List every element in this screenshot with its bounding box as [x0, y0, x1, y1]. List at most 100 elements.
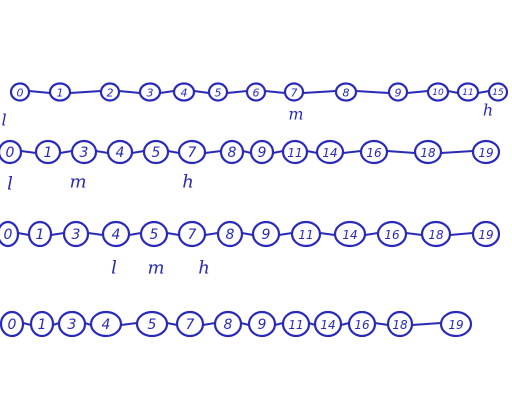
array-node: 11: [290, 220, 322, 248]
node-link: [447, 90, 459, 94]
node-circle: [249, 139, 275, 165]
pointer-m-label: m: [147, 258, 164, 279]
array-node: 11: [456, 82, 480, 102]
node-value: 7: [291, 87, 298, 100]
node-circle: [290, 220, 322, 248]
array-node: 4: [172, 82, 196, 102]
array-node: 0: [9, 82, 31, 102]
node-link: [193, 90, 210, 94]
node-circle: [48, 82, 72, 102]
node-circle: [439, 310, 473, 338]
node-circle: [376, 220, 408, 248]
node-circle: [135, 310, 169, 338]
pointer-m-label: m: [288, 105, 303, 124]
node-link: [406, 90, 429, 94]
array-node: 0: [0, 220, 20, 248]
node-circle: [70, 139, 98, 165]
node-circle: [99, 82, 121, 102]
node-link: [166, 322, 178, 326]
node-value: 4: [112, 227, 121, 243]
array-node: 7: [283, 82, 305, 102]
array-node: 14: [315, 139, 345, 165]
node-value: 1: [57, 87, 64, 100]
node-value: 9: [258, 317, 267, 333]
node-value: 3: [80, 145, 89, 161]
node-circle: [139, 220, 169, 248]
array-node: 5: [139, 220, 169, 248]
node-value: 11: [298, 228, 313, 242]
array-node: 7: [177, 139, 207, 165]
array-node: 19: [471, 139, 501, 165]
array-node: 3: [57, 310, 87, 338]
node-circle: [34, 139, 62, 165]
node-value: 6: [253, 87, 260, 100]
node-link: [477, 90, 490, 94]
node-link: [278, 232, 293, 236]
node-circle: [138, 82, 162, 102]
array-node: 3: [138, 82, 162, 102]
node-value: 8: [343, 87, 350, 100]
array-node: 4: [106, 139, 134, 165]
node-link: [167, 150, 180, 154]
node-circle: [177, 220, 207, 248]
pointer-h-label: h: [198, 258, 210, 279]
node-value: 5: [215, 87, 222, 100]
node-circle: [281, 310, 311, 338]
node-value: 0: [8, 317, 17, 333]
node-value: 4: [181, 87, 188, 100]
node-value: 2: [107, 87, 114, 100]
node-link: [120, 322, 138, 326]
array-node: 1: [34, 139, 62, 165]
node-value: 3: [72, 227, 81, 243]
node-circle: [62, 220, 90, 248]
node-value: 5: [148, 317, 157, 333]
array-node: 18: [420, 220, 452, 248]
node-link: [240, 322, 250, 326]
array-node: 3: [62, 220, 90, 248]
node-link: [440, 150, 474, 154]
node-value: 9: [258, 145, 267, 161]
node-link: [69, 90, 102, 94]
node-link: [59, 150, 73, 154]
node-value: 16: [384, 228, 400, 242]
node-circle: [9, 82, 31, 102]
node-link: [449, 232, 474, 236]
node-value: 9: [395, 87, 402, 100]
node-circle: [219, 139, 245, 165]
node-value: 11: [288, 318, 303, 332]
array-node: 8: [334, 82, 358, 102]
node-value: 5: [152, 145, 161, 161]
node-link: [242, 150, 252, 154]
node-circle: [426, 82, 450, 102]
node-circle: [27, 220, 53, 248]
array-node: 4: [89, 310, 123, 338]
node-circle: [57, 310, 87, 338]
node-circle: [89, 310, 123, 338]
node-value: 0: [17, 87, 24, 100]
node-link: [274, 322, 284, 326]
node-link: [302, 90, 337, 94]
array-node: 15: [487, 82, 509, 102]
node-value: 8: [228, 145, 237, 161]
node-circle: [172, 82, 196, 102]
node-circle: [456, 82, 480, 102]
node-value: 0: [6, 145, 15, 161]
node-link: [355, 90, 390, 94]
node-circle: [471, 139, 501, 165]
array-node: 0: [0, 310, 25, 338]
array-node: 18: [413, 139, 443, 165]
node-value: 7: [186, 317, 195, 333]
node-value: 10: [432, 88, 444, 98]
node-value: 3: [68, 317, 77, 333]
node-circle: [386, 310, 414, 338]
node-link: [159, 90, 175, 94]
node-circle: [101, 220, 131, 248]
node-circle: [247, 310, 277, 338]
array-node: 7: [177, 220, 207, 248]
pointer-l-label: l: [7, 174, 13, 195]
node-value: 1: [38, 317, 47, 333]
array-node: 16: [359, 139, 389, 165]
